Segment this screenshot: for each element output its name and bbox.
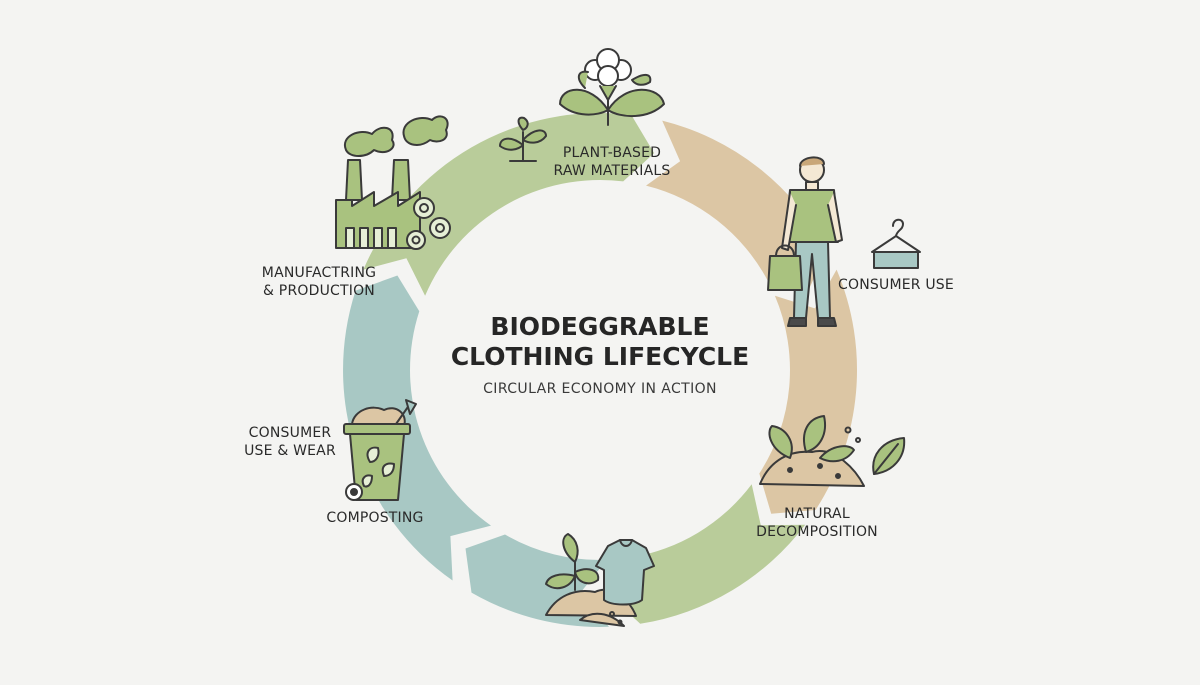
segment-manufacturing [363, 112, 655, 296]
hanger-icon [871, 218, 921, 269]
sprout-icon [499, 116, 547, 162]
stage-label-natural-decomposition: NATURAL DECOMPOSITION [756, 506, 878, 540]
stage-label-consumer-use: CONSUMER USE [838, 277, 954, 293]
segment-composting [343, 275, 491, 581]
shirt-soil-icon [545, 533, 655, 627]
factory-icon [335, 115, 451, 250]
soil-leaves-icon [759, 415, 906, 487]
diagram-subtitle: CIRCULAR ECONOMY IN ACTION [483, 381, 717, 397]
stage-label-raw-materials: PLANT-BASED RAW MATERIALS [553, 145, 671, 179]
segment-natural-decomposition [607, 484, 806, 624]
person-with-bag-icon [767, 156, 843, 327]
stage-label-consumer-use-wear: CONSUMER USE & WEAR [244, 425, 336, 459]
diagram-title: BIODEGGRABLE CLOTHING LIFECYCLE [450, 312, 750, 371]
stage-label-composting: COMPOSTING [326, 510, 424, 526]
compost-bin-icon [343, 399, 417, 501]
cotton-plant-icon [559, 48, 665, 126]
stage-label-manufacturing: MANUFACTRING & PRODUCTION [261, 265, 377, 299]
